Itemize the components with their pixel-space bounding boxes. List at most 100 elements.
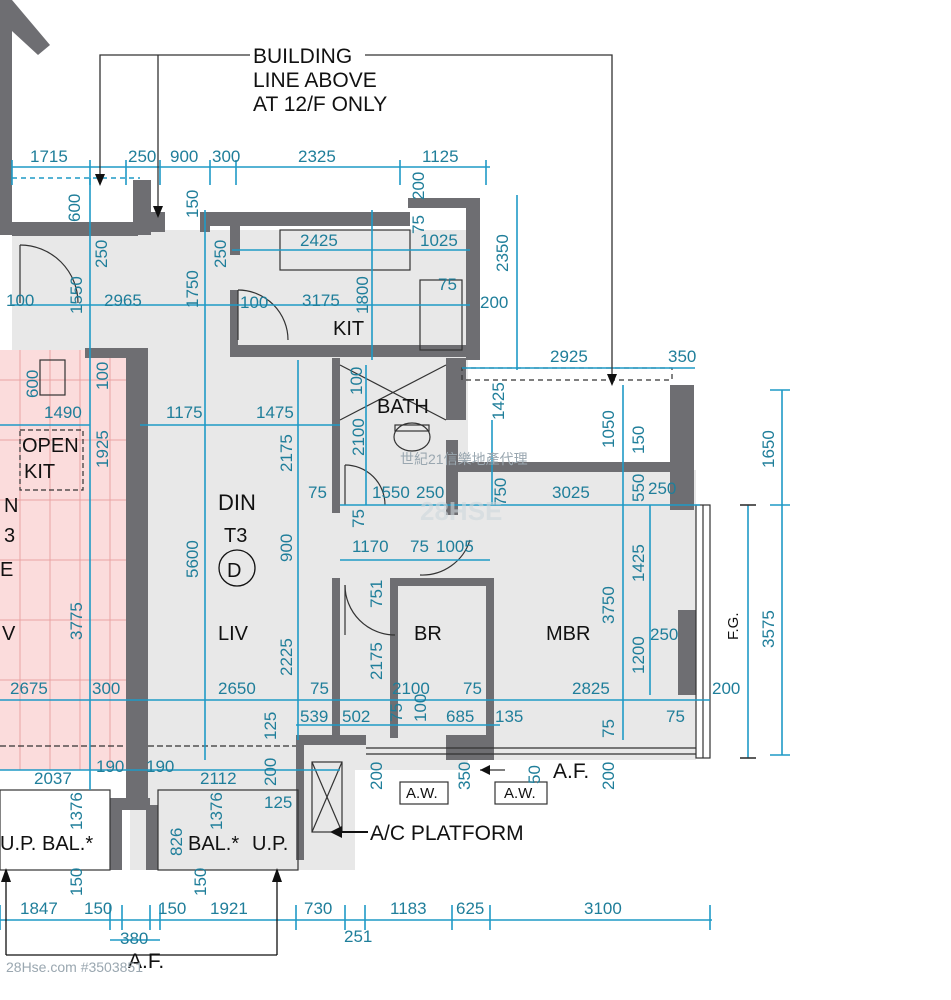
dimension-texts-inner: 600 250 150 250 200 75 2425 1025 2350 15… (6, 172, 778, 896)
building-line-note-1: BUILDING (253, 45, 352, 68)
dim-text: 1050 (599, 410, 618, 448)
dim-bottom-text: 380 (120, 929, 148, 948)
dim-text: 1475 (256, 403, 294, 422)
dim-text: 1025 (420, 231, 458, 250)
building-line-note-2: LINE ABOVE (253, 69, 377, 92)
dim-text: 75 (599, 719, 618, 738)
dim-text: 1650 (759, 430, 778, 468)
room-up-right: U.P. (252, 833, 288, 855)
dim-bottom-text: 1847 (20, 899, 58, 918)
dim-top-text: 1715 (30, 147, 68, 166)
dim-text: 100 (93, 362, 112, 390)
dim-text: 75 (308, 483, 327, 502)
dim-text: 150 (67, 868, 86, 896)
dim-text: 250 (416, 483, 444, 502)
room-partial-e: E (0, 559, 13, 581)
site-watermark: 28Hse.com #3503851 (6, 959, 143, 975)
building-line-note-3: AT 12/F ONLY (253, 93, 387, 116)
dim-text: 2175 (277, 434, 296, 472)
dim-text: 3025 (552, 483, 590, 502)
dim-text: 1175 (166, 403, 203, 422)
dim-text: 75 (310, 679, 329, 698)
dim-top-text: 2325 (298, 147, 336, 166)
flat-d-label: D (227, 560, 241, 582)
dimension-texts-top: 1715 250 900 300 2325 1125 (30, 147, 459, 166)
dim-text: 750 (491, 478, 510, 506)
fg-note: F.G. (725, 612, 742, 640)
dim-text: 135 (495, 707, 523, 726)
dim-text: 1550 (67, 276, 86, 314)
room-labels: KIT BATH OPEN KIT DIN T3 D LIV BR MBR BA… (0, 318, 590, 855)
site-logo-watermark: 28HSE (420, 496, 502, 526)
dim-text: 1376 (67, 792, 86, 830)
dim-text: 250 (648, 479, 676, 498)
dim-text: 75 (463, 679, 482, 698)
dim-text: 200 (712, 679, 740, 698)
dim-text: 1550 (372, 483, 410, 502)
dim-text: 300 (92, 679, 120, 698)
dim-text: 1200 (629, 636, 648, 674)
dimension-lines (0, 54, 790, 956)
dim-text: 200 (409, 172, 428, 200)
dim-text: 2350 (493, 234, 512, 272)
room-open-kit-1: OPEN (22, 435, 79, 457)
room-bal-left: BAL.* (42, 833, 93, 855)
dim-text: 900 (277, 534, 296, 562)
watermarks: 世紀21信樂地產代理 28HSE 28Hse.com #3503851 (6, 451, 528, 975)
dim-text: 826 (167, 828, 186, 856)
dim-text: 75 (387, 703, 406, 722)
dim-text: 600 (23, 370, 42, 398)
dim-bottom-text: 3100 (584, 899, 622, 918)
room-din: DIN (218, 490, 256, 515)
dim-text: 2037 (34, 769, 72, 788)
room-kit: KIT (333, 318, 364, 340)
dim-text: 100 (347, 367, 366, 395)
aw-right-note: A.W. (504, 785, 536, 802)
room-partial-n: N (4, 495, 18, 517)
dim-text: 685 (446, 707, 474, 726)
floor-areas (0, 230, 696, 870)
dim-text: 75 (349, 509, 368, 528)
room-bal-right: BAL.* (188, 833, 239, 855)
room-mbr: MBR (546, 623, 590, 645)
dim-text: 2825 (572, 679, 610, 698)
dim-text: 150 (183, 190, 202, 218)
dim-text: 5600 (183, 540, 202, 578)
dim-text: 250 (92, 240, 111, 268)
dim-text: 50 (525, 765, 544, 784)
room-bath: BATH (377, 396, 429, 418)
dimension-texts-bottom: 1847 150 150 1921 730 251 1183 625 3100 … (20, 899, 622, 948)
af-right-note: A.F. (553, 760, 589, 783)
dim-top-text: 900 (170, 147, 198, 166)
dim-text: 1425 (629, 544, 648, 582)
dim-text: 2675 (10, 679, 48, 698)
dim-top-text: 250 (128, 147, 156, 166)
dim-text: 190 (96, 757, 124, 776)
dim-text: 100 (6, 291, 34, 310)
room-up-left: U.P. (0, 833, 36, 855)
dim-bottom-text: 1183 (390, 899, 427, 918)
dim-text: 75 (666, 707, 685, 726)
dim-text: 2175 (367, 642, 386, 680)
dim-text: 200 (480, 293, 508, 312)
dim-bottom-text: 1921 (210, 899, 248, 918)
dim-text: 2965 (104, 291, 142, 310)
dim-text: 1490 (44, 403, 82, 422)
flat-circle (218, 549, 256, 587)
af-bottom-note: A.F. (128, 950, 164, 973)
dim-bottom-text: 150 (158, 899, 186, 918)
dim-text: 550 (629, 474, 648, 502)
agency-watermark: 世紀21信樂地產代理 (400, 451, 528, 467)
dim-text: 2225 (277, 638, 296, 676)
dim-text: 350 (455, 762, 474, 790)
dim-text: 3175 (302, 291, 340, 310)
dim-top-text: 1125 (422, 147, 459, 166)
dim-text: 539 (300, 707, 328, 726)
dim-text: 100 (411, 694, 430, 722)
ac-platform-note: A/C PLATFORM (370, 822, 524, 845)
dim-top-text: 300 (212, 147, 240, 166)
dim-text: 1425 (489, 382, 508, 420)
room-liv: LIV (218, 623, 249, 645)
dim-text: 3775 (67, 602, 86, 640)
